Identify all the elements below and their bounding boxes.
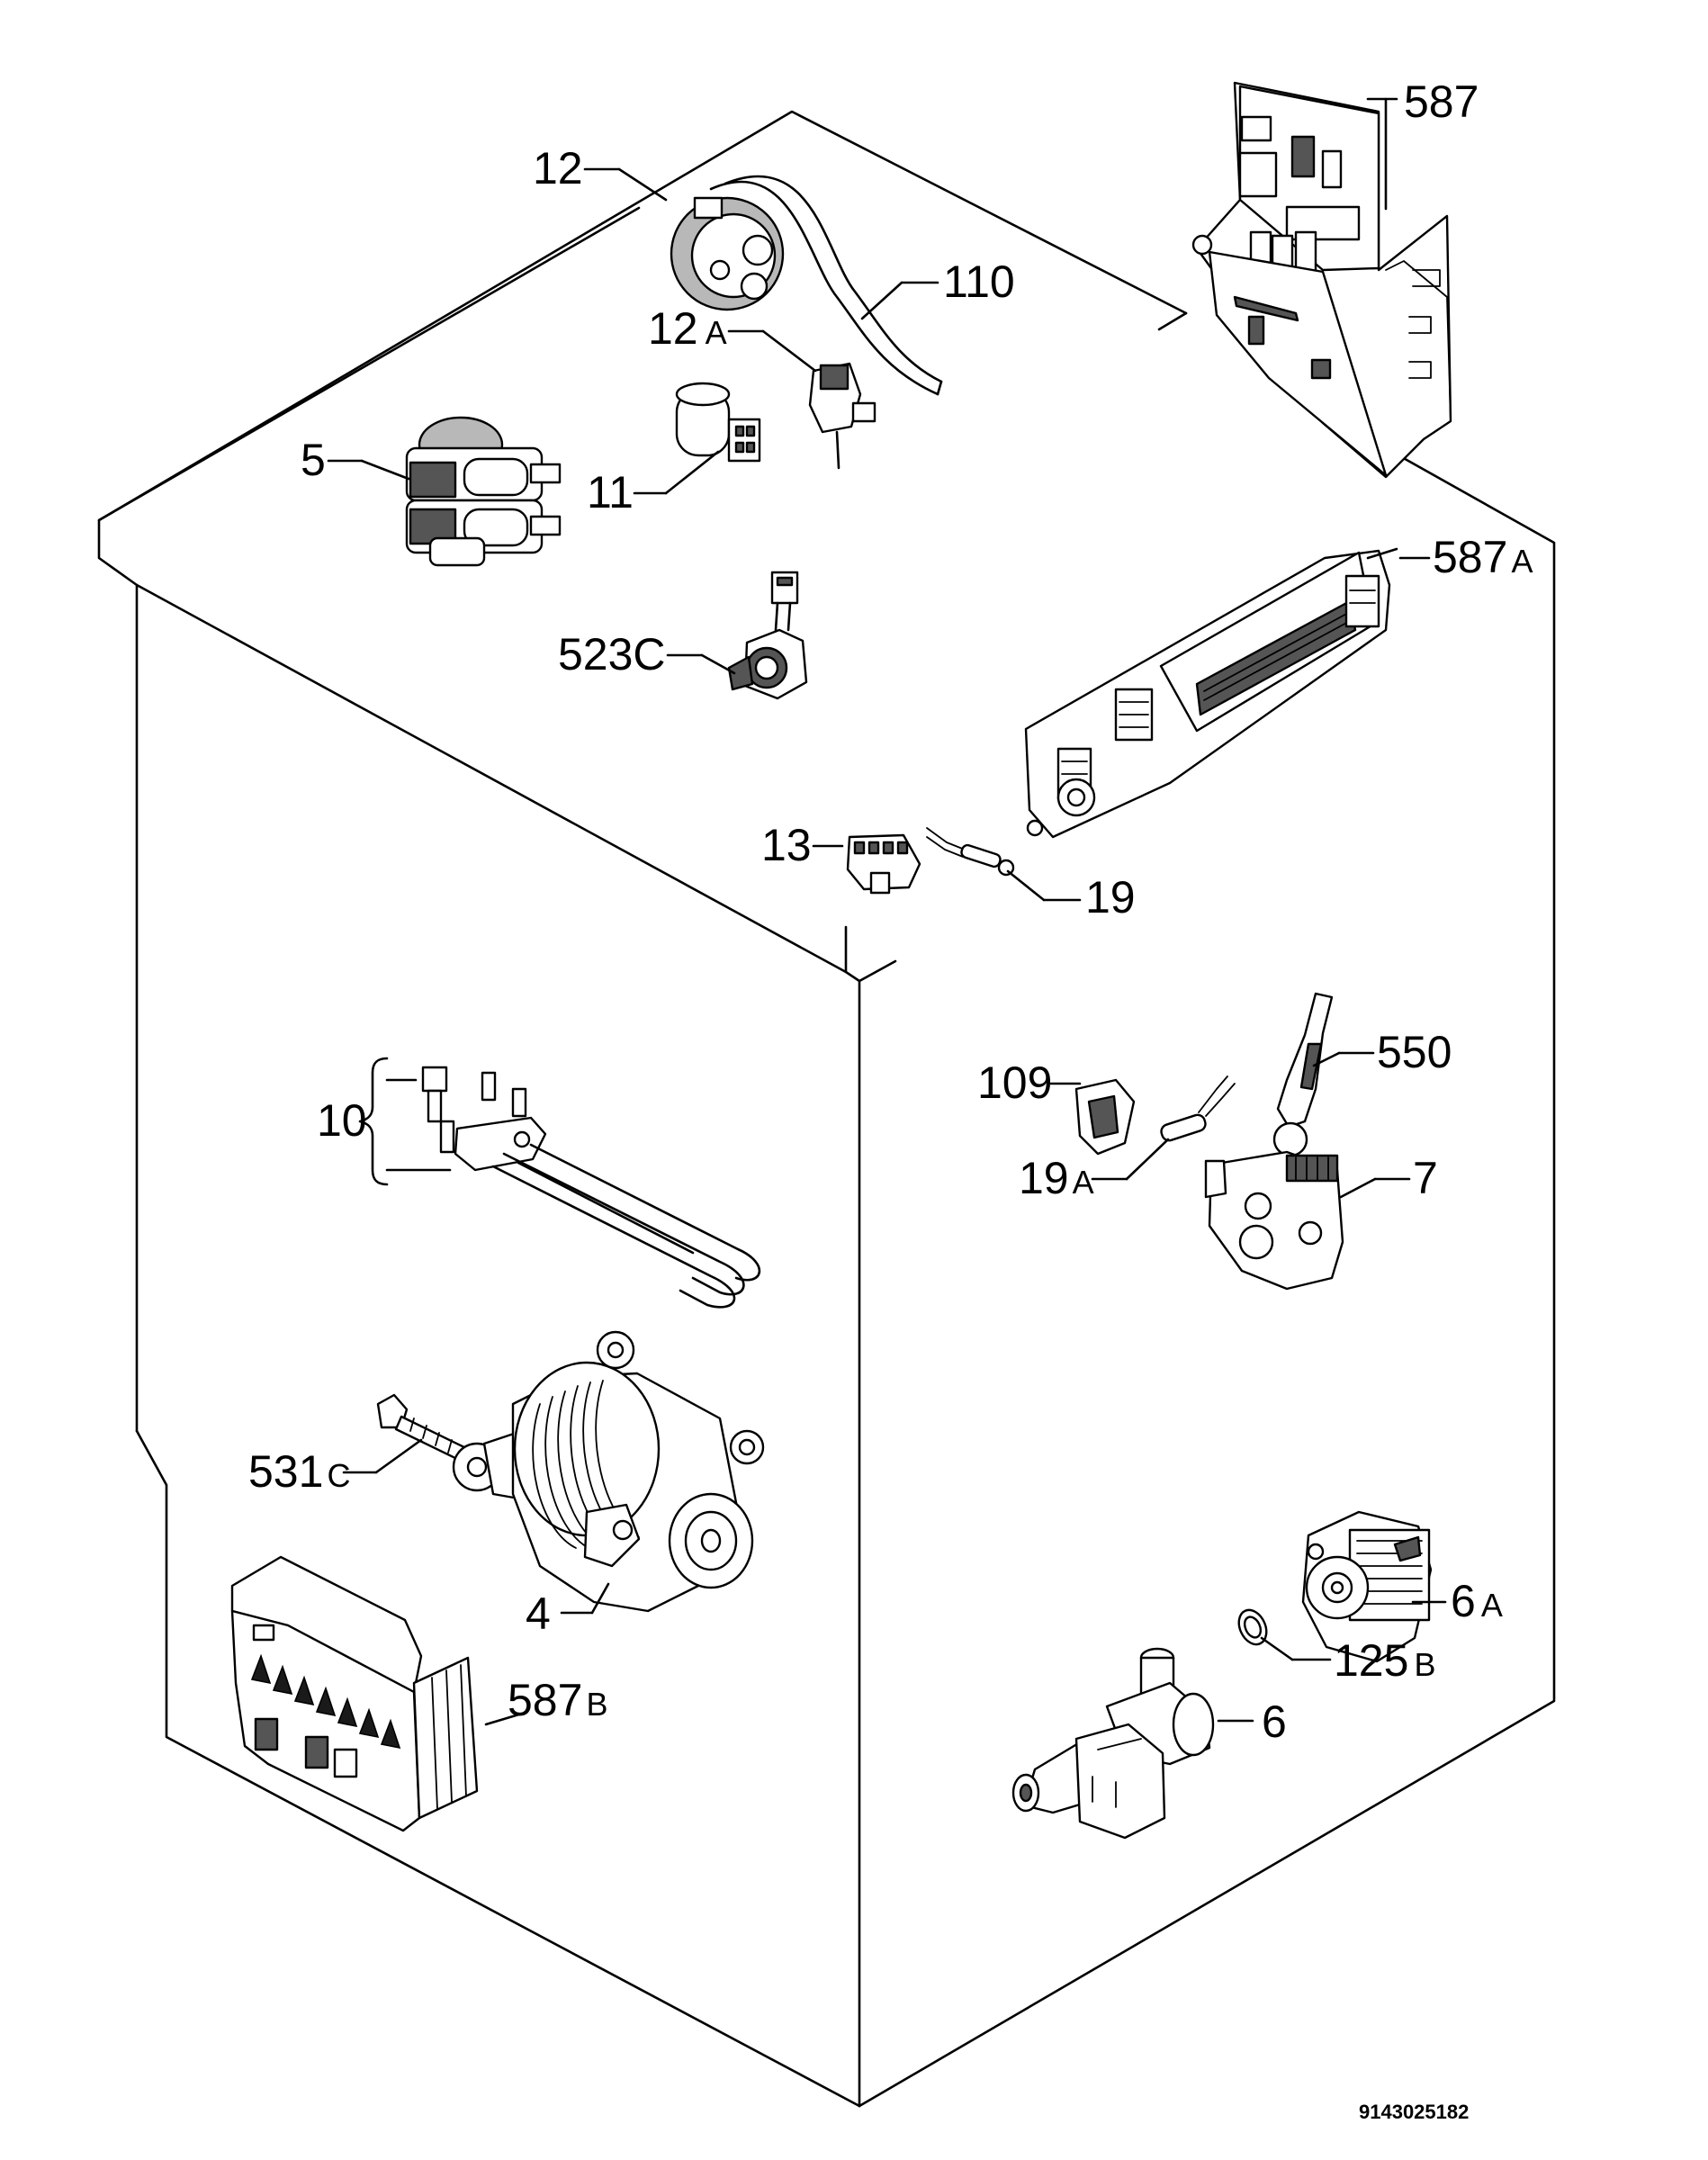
part-587b-power-board [230,1555,524,1832]
part-587-electronic-board [1191,81,1452,479]
callout-19: 19 [1085,872,1136,922]
callout-110: 110 [943,256,1015,307]
part-587a-control-board [1024,547,1398,839]
part-109-bracket [1074,1078,1136,1156]
callout-6: 6 [1262,1696,1287,1747]
callout-7: 7 [1413,1153,1438,1203]
callout-13: 13 [761,820,812,870]
part-550-lever [1272,992,1334,1157]
callout-12: 12 [533,143,583,194]
part-6-drain-pump [1011,1647,1215,1840]
part-7-door-lock [1204,1150,1344,1291]
part-531c-screw [376,1393,470,1463]
callout-109: 109 [977,1058,1052,1108]
part-5-inlet-valve [405,416,562,567]
part-11-suppressor [675,382,761,463]
callout-5: 5 [301,435,326,485]
part-6a-pump-motor [1301,1510,1433,1663]
part-10-heating-element [421,1066,761,1309]
leader-lines [327,167,1447,1723]
callout-10: 10 [317,1095,367,1146]
part-12-pressure-switch [670,175,943,396]
callout-11: 11 [587,467,634,518]
part-19-ntc-sensor [926,827,1015,877]
part-523c-sensor [727,571,808,700]
document-number: 9143025182 [1359,2101,1469,2123]
callout-523c: 523C [558,629,666,680]
part-125b-seal [1237,1608,1268,1646]
part-10-bracket [358,1057,389,1186]
part-13-terminal-block [846,833,921,895]
callout-550: 550 [1377,1027,1452,1077]
part-19a-sensor [1160,1076,1236,1142]
callout-587: 587 [1404,76,1479,127]
part-12a-sensor [808,362,876,470]
part-4-motor [452,1330,765,1613]
cabinet-outline [97,110,1556,2108]
callout-4: 4 [526,1588,551,1639]
